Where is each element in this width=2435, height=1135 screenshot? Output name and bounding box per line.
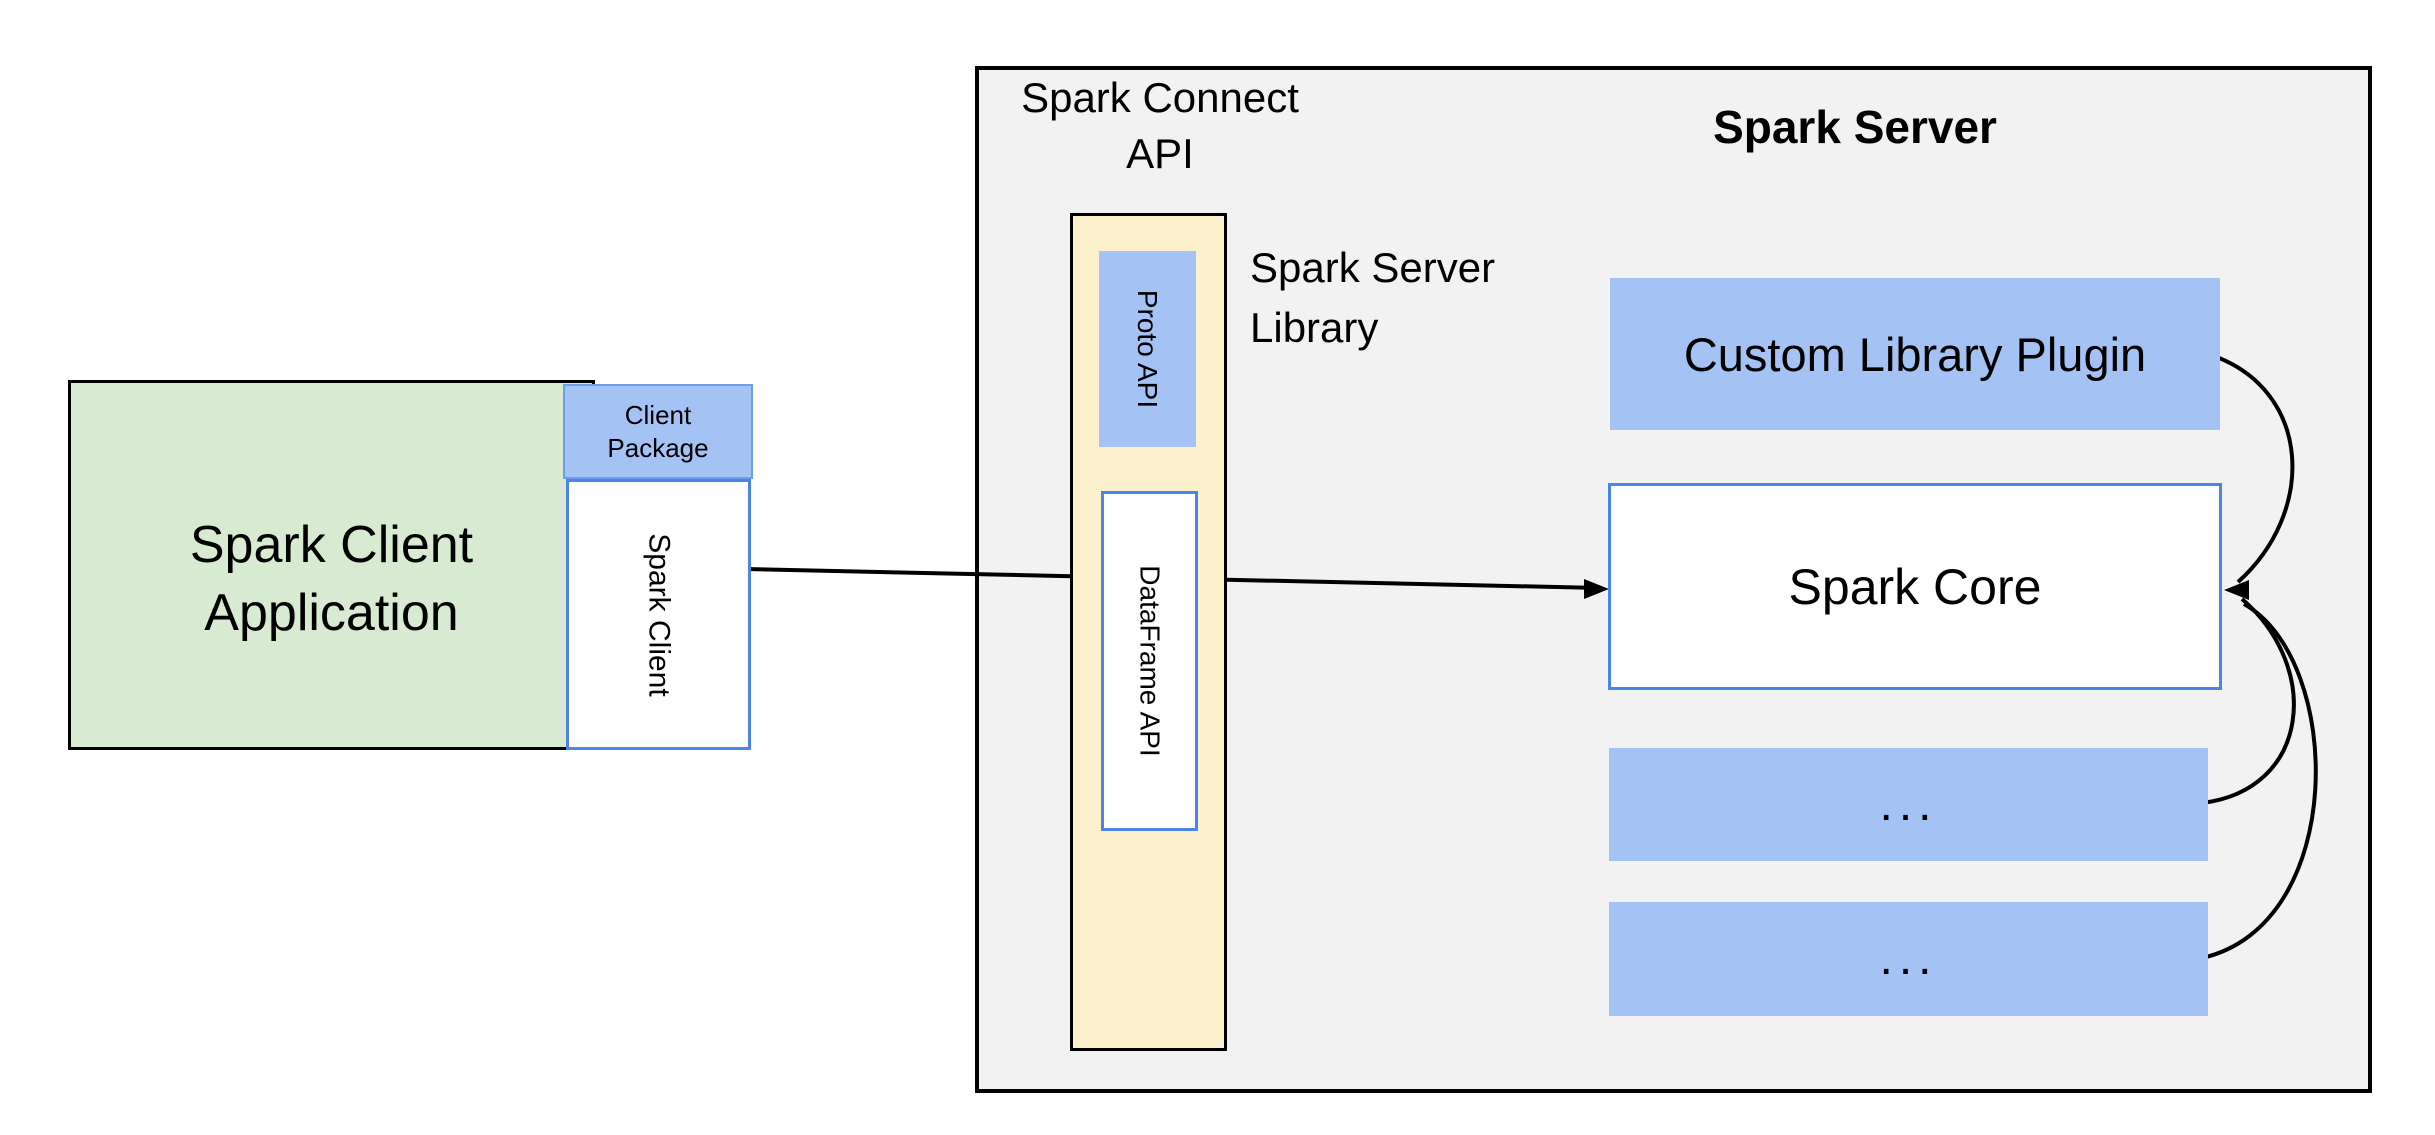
spark-core-box: Spark Core — [1608, 483, 2222, 690]
client-package-box: Client Package — [563, 384, 753, 479]
spark-client-application-box: Spark Client Application — [68, 380, 595, 750]
spark-server-title: Spark Server — [1713, 101, 1997, 153]
dataframe-api-label: DataFrame API — [1134, 565, 1166, 757]
spark-client-application-line1: Spark Client — [189, 516, 474, 574]
spark-client-application-label: Spark Client Application — [190, 511, 473, 647]
client-package-line1: Client — [624, 399, 692, 430]
proto-api-box: Proto API — [1099, 251, 1196, 447]
custom-library-plugin-label: Custom Library Plugin — [1683, 327, 2147, 381]
client-package-label: Client Package — [607, 399, 708, 465]
spark-core-label: Spark Core — [1788, 558, 2042, 615]
plugin-slot-2-label: ... — [1879, 932, 1938, 985]
spark-client-application-line2: Application — [204, 584, 459, 642]
plugin-slot-1-box: ... — [1609, 748, 2208, 861]
client-package-line2: Package — [607, 432, 709, 463]
spark-client-box: Spark Client — [566, 479, 751, 750]
proto-api-label: Proto API — [1132, 289, 1164, 409]
custom-library-plugin-box: Custom Library Plugin — [1610, 278, 2220, 430]
spark-connect-api-line1: Spark Connect — [1021, 74, 1299, 121]
plugin-slot-1-label: ... — [1879, 777, 1938, 831]
spark-server-library-line1: Spark Server — [1250, 244, 1496, 291]
plugin-slot-2-box: ... — [1609, 902, 2208, 1016]
spark-server-library-line2: Library — [1250, 304, 1379, 351]
spark-client-label: Spark Client — [642, 532, 676, 697]
spark-connect-api-label: Spark Connect API — [1008, 70, 1312, 182]
dataframe-api-box: DataFrame API — [1101, 491, 1198, 831]
spark-server-library-label: Spark Server Library — [1250, 238, 1590, 358]
spark-connect-api-line2: API — [1126, 130, 1194, 177]
